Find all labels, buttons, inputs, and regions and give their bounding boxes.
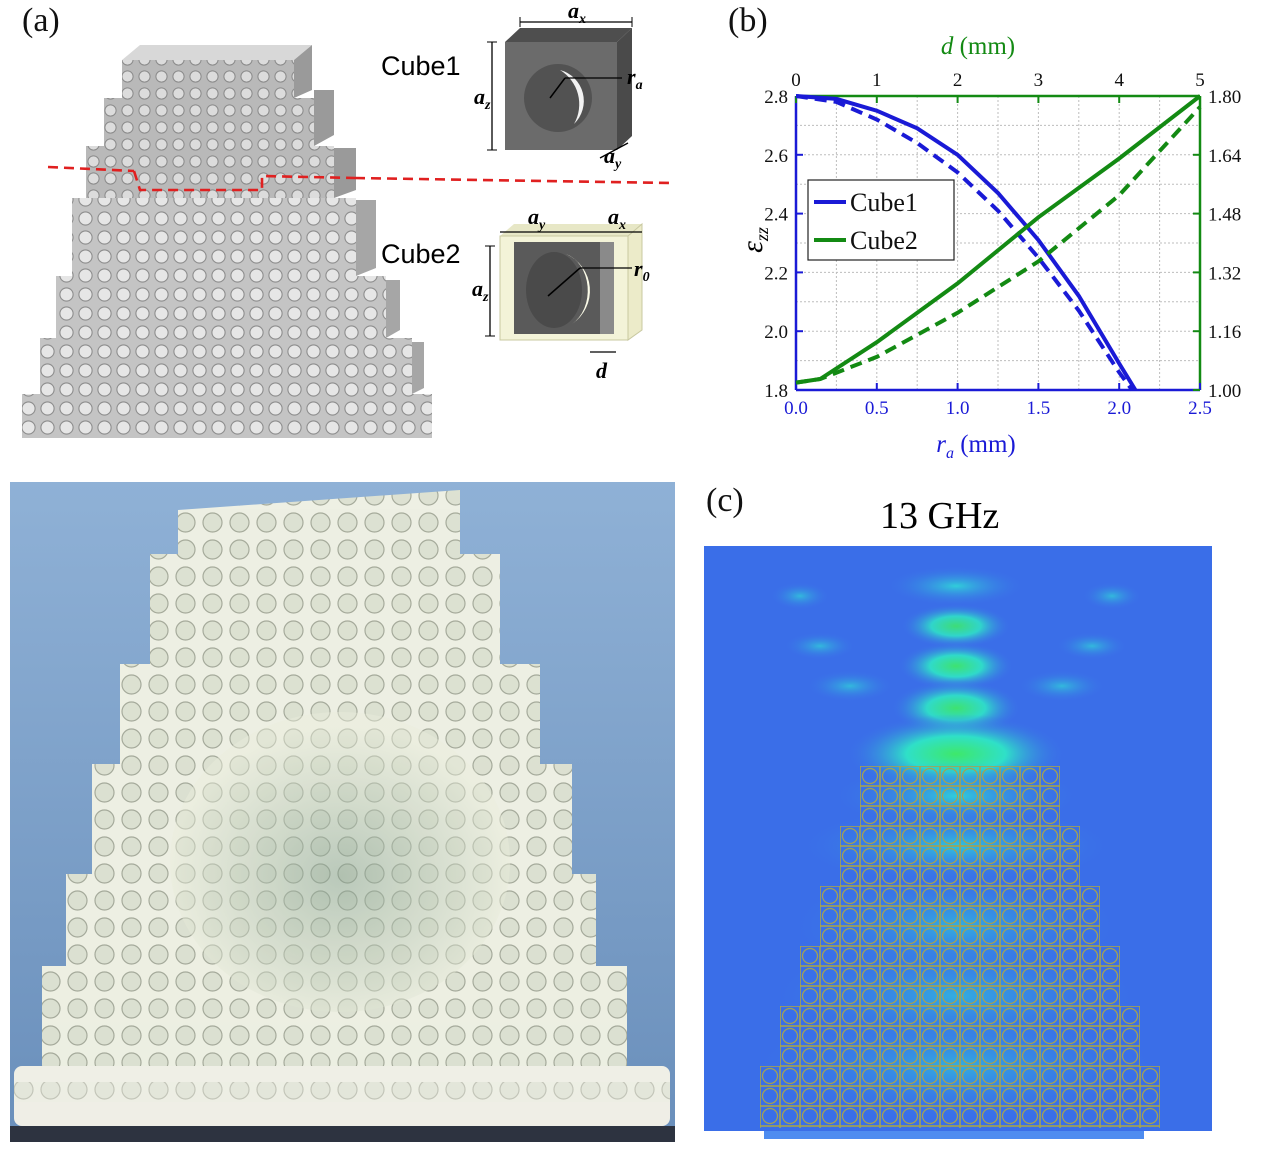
x-top-tick-label: 4 xyxy=(1114,70,1124,91)
y-left-tick-label: 2.6 xyxy=(764,146,788,167)
x-top-tick-label: 3 xyxy=(1034,70,1044,91)
cube1-az-label: az xyxy=(474,84,491,113)
field-lobe xyxy=(886,566,1026,606)
lens-tiers xyxy=(22,45,432,438)
field-lobe xyxy=(784,632,856,660)
x-top-tick-label: 1 xyxy=(872,70,882,91)
legend-label-cube1: Cube1 xyxy=(850,188,918,217)
y-left-tick-label: 1.8 xyxy=(764,381,788,402)
y-left-tick-label: 2.4 xyxy=(764,205,788,226)
cube1-diagram xyxy=(487,17,633,159)
cube1-ra-label: ra xyxy=(627,64,643,93)
y-right-tick-label: 1.32 xyxy=(1208,263,1241,284)
bottom-axis-title: ra (mm) xyxy=(936,431,1016,462)
y-right-tick-label: 1.16 xyxy=(1208,322,1241,343)
panel-a: (a) xyxy=(0,0,700,460)
x-top-tick-label: 2 xyxy=(953,70,963,91)
permittivity-chart: d (mm) ra (mm) εzz 0.0 0.5 1.0 1.5 2.0 2.5 0 1 2… xyxy=(736,33,1242,462)
field-lobe xyxy=(1056,632,1128,660)
field-lobe xyxy=(806,670,894,702)
panel-c-title: 13 GHz xyxy=(880,495,1000,537)
panel-c-label: (c) xyxy=(706,482,744,519)
field-lobe xyxy=(1082,582,1142,610)
x-top-tick-label: 0 xyxy=(791,70,801,91)
series-line-cube2-dashed xyxy=(795,105,1202,385)
cube1-ax-label: ax xyxy=(568,0,586,27)
cube1-label: Cube1 xyxy=(381,51,461,81)
legend-box xyxy=(807,179,955,261)
panel-b: (b) d (mm) ra (mm) εzz 0.0 0.5 1.0 1.5 2.0 2.… xyxy=(720,0,1270,470)
y-right-tick-label: 1.48 xyxy=(1208,205,1241,226)
top-axis-title: d (mm) xyxy=(941,33,1015,60)
x-bottom-tick-label: 0.5 xyxy=(865,398,889,419)
y-left-tick-label: 2.2 xyxy=(764,263,788,284)
y-right-tick-label: 1.00 xyxy=(1208,381,1241,402)
y-right-tick-label: 1.80 xyxy=(1208,87,1241,108)
cube2-d-label: d xyxy=(596,358,608,383)
panel-b-label: (b) xyxy=(728,2,768,39)
fabricated-lens-photo xyxy=(10,482,675,1142)
panel-a-label: (a) xyxy=(22,2,60,39)
series-line-cube1-solid xyxy=(795,94,1138,392)
field-lobe xyxy=(770,582,830,610)
cube1-ay-label: ay xyxy=(604,143,622,172)
y-right-tick-label: 1.64 xyxy=(1208,146,1242,167)
x-bottom-tick-label: 2.5 xyxy=(1188,398,1212,419)
y-left-tick-label: 2.0 xyxy=(764,322,788,343)
cube2-ay-label: ay xyxy=(528,204,546,233)
field-lobe xyxy=(1018,670,1106,702)
x-bottom-tick-label: 0.0 xyxy=(784,398,808,419)
series-line-cube1-dashed xyxy=(795,94,1134,392)
cube2-ax-label: ax xyxy=(608,204,626,233)
cube2-label: Cube2 xyxy=(381,239,461,269)
legend-label-cube2: Cube2 xyxy=(850,226,918,255)
lens-model-3d: Cube1 Cube2 ax az ay ra ay ax az r0 d xyxy=(22,0,673,438)
y-left-tick-label: 2.8 xyxy=(764,87,788,108)
panel-c: (c) 13 GHz xyxy=(700,482,1270,1149)
x-top-tick-label: 5 xyxy=(1195,70,1205,91)
field-lobe xyxy=(901,604,1011,648)
cube2-az-label: az xyxy=(472,276,489,305)
left-axis-title: εzz xyxy=(736,227,772,253)
x-bottom-tick-label: 1.0 xyxy=(946,398,970,419)
x-bottom-tick-label: 1.5 xyxy=(1027,398,1051,419)
cube2-r0-label: r0 xyxy=(634,256,650,285)
x-bottom-tick-label: 2.0 xyxy=(1107,398,1131,419)
cut-line xyxy=(47,165,673,192)
field-map xyxy=(704,546,1212,1139)
cube2-diagram xyxy=(485,222,643,353)
field-lobe xyxy=(898,642,1014,690)
